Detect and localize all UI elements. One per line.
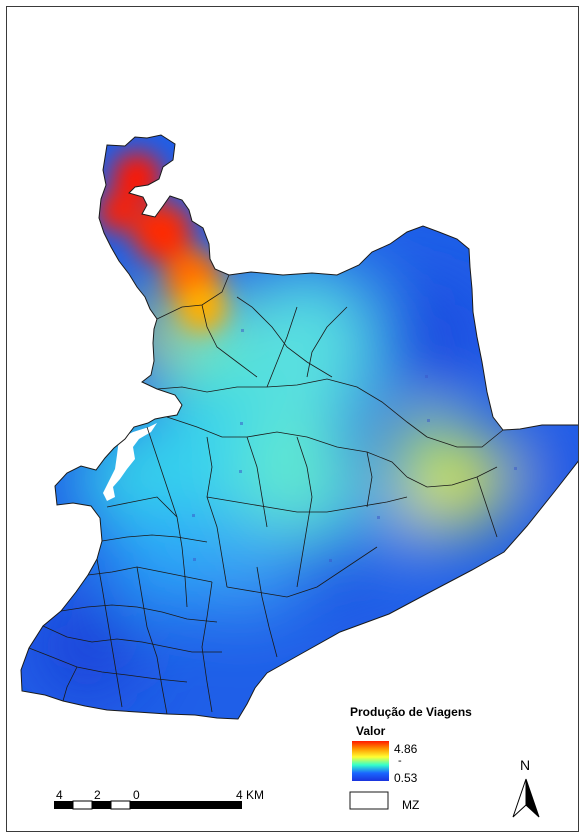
- map-frame: Produção de Viagens Valor 4.86 - 0.53 MZ…: [6, 6, 579, 832]
- legend-separator: -: [398, 755, 402, 767]
- legend-min-value: 0.53: [394, 771, 418, 785]
- legend-color-ramp: [352, 741, 389, 781]
- legend-mz-swatch: [349, 791, 389, 810]
- scale-bar: [54, 800, 242, 810]
- map-canvas[interactable]: [7, 7, 579, 832]
- region-boundary: [20, 134, 578, 720]
- scale-tick-2: 2: [94, 788, 101, 802]
- north-arrow-icon: [512, 778, 540, 818]
- legend-title: Produção de Viagens: [350, 705, 472, 719]
- scale-tick-4: 4: [56, 788, 63, 802]
- legend-max-value: 4.86: [394, 742, 418, 756]
- north-label: N: [520, 757, 531, 773]
- legend-boundary-label: MZ: [402, 798, 420, 812]
- water-inlet: [103, 423, 157, 501]
- scale-tick-0: 0: [133, 788, 140, 802]
- zone-boundaries: [28, 274, 504, 715]
- value-surface: [21, 135, 578, 719]
- legend-subtitle: Valor: [356, 724, 386, 738]
- sample-points: [192, 329, 517, 562]
- scale-tick-4km: 4 KM: [236, 788, 265, 802]
